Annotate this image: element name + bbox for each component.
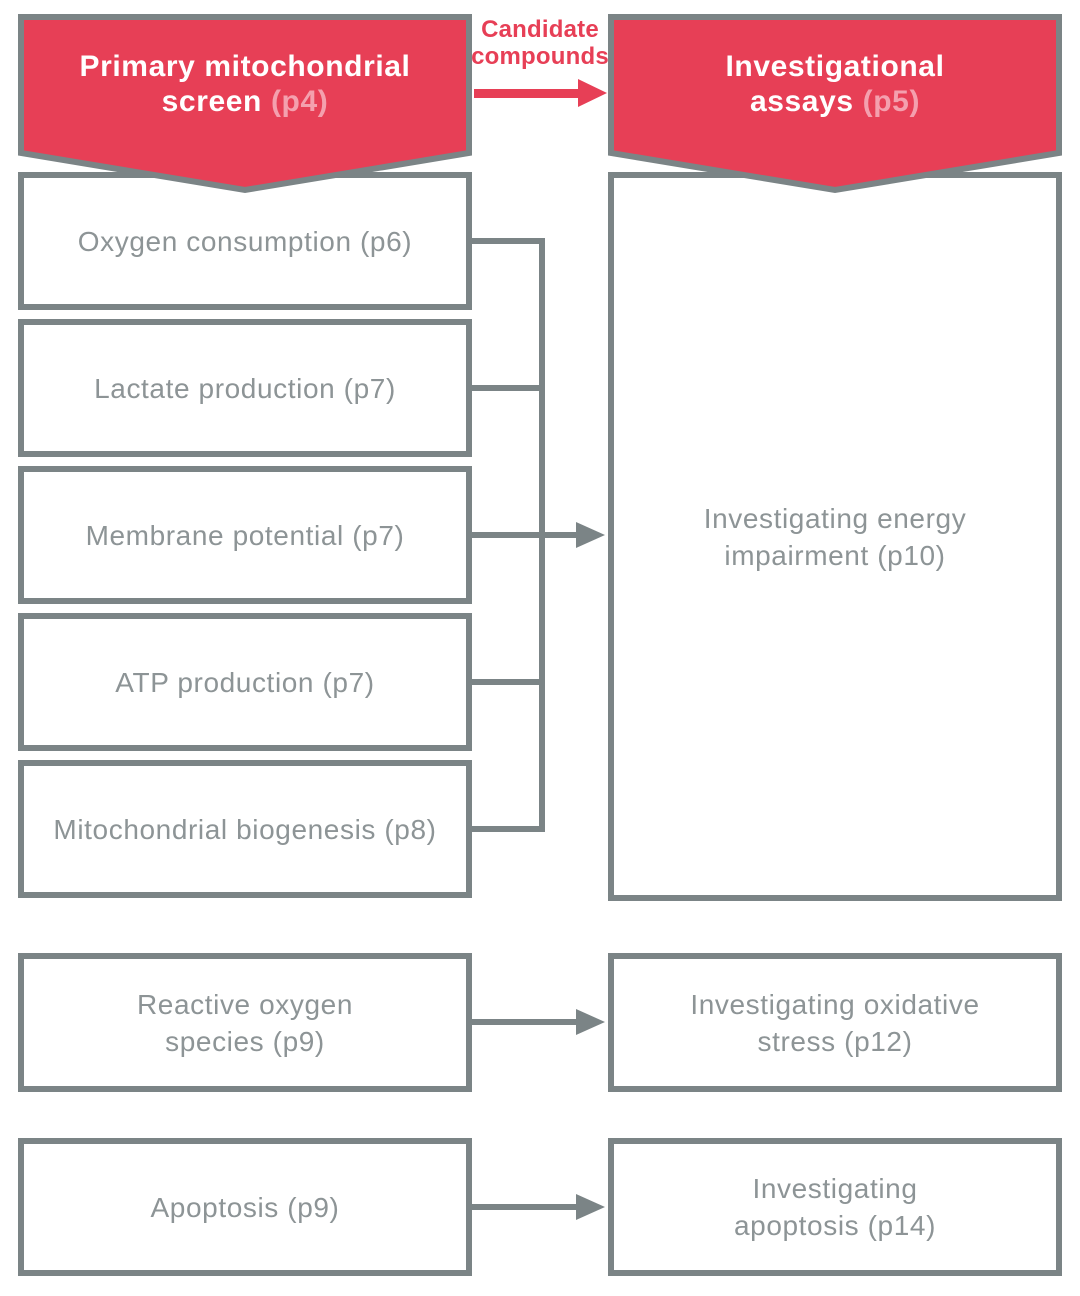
primary-screen-banner-ribbon [18, 14, 472, 194]
primary-screen-banner: Primary mitochondrial screen(p4) [18, 14, 472, 154]
investigational-assays-banner-ribbon [608, 14, 1062, 194]
box-lactate-production: Lactate production (p7) [18, 319, 472, 457]
box-investigating-apoptosis: Investigating apoptosis (p14) [608, 1138, 1062, 1276]
box-investigating-oxidative-stress: Investigating oxidative stress (p12) [608, 953, 1062, 1092]
box-reactive-oxygen-species: Reactive oxygen species (p9) [18, 953, 472, 1092]
arrow-energy-impairment [472, 522, 605, 548]
investigational-assays-banner: Investigational assays(p5) [608, 14, 1062, 154]
candidate-compounds-label: Candidate compounds [471, 16, 609, 70]
connector-stub-atp [472, 679, 545, 685]
box-atp-production: ATP production (p7) [18, 613, 472, 751]
box-apoptosis: Apoptosis (p9) [18, 1138, 472, 1276]
connector-stub-biogenesis [472, 826, 545, 832]
primary-screen-banner-line1: Primary mitochondrial [79, 50, 411, 83]
connector-stub-oxygen [472, 238, 545, 244]
investigational-assays-banner-line2: assays(p5) [749, 85, 921, 118]
connector-stub-lactate [472, 385, 545, 391]
box-investigating-energy-impairment: Investigating energy impairment (p10) [608, 172, 1062, 901]
primary-screen-banner-line2: screen(p4) [161, 85, 329, 118]
candidate-compounds-arrow [474, 79, 607, 107]
arrow-apoptosis [472, 1194, 605, 1220]
page-ref-p4: (p4) [270, 85, 329, 118]
page-ref-p5: (p5) [862, 85, 921, 118]
box-membrane-potential: Membrane potential (p7) [18, 466, 472, 604]
investigational-assays-banner-line1: Investigational [725, 50, 945, 83]
arrow-oxidative-stress [472, 1009, 605, 1035]
box-mitochondrial-biogenesis: Mitochondrial biogenesis (p8) [18, 760, 472, 898]
